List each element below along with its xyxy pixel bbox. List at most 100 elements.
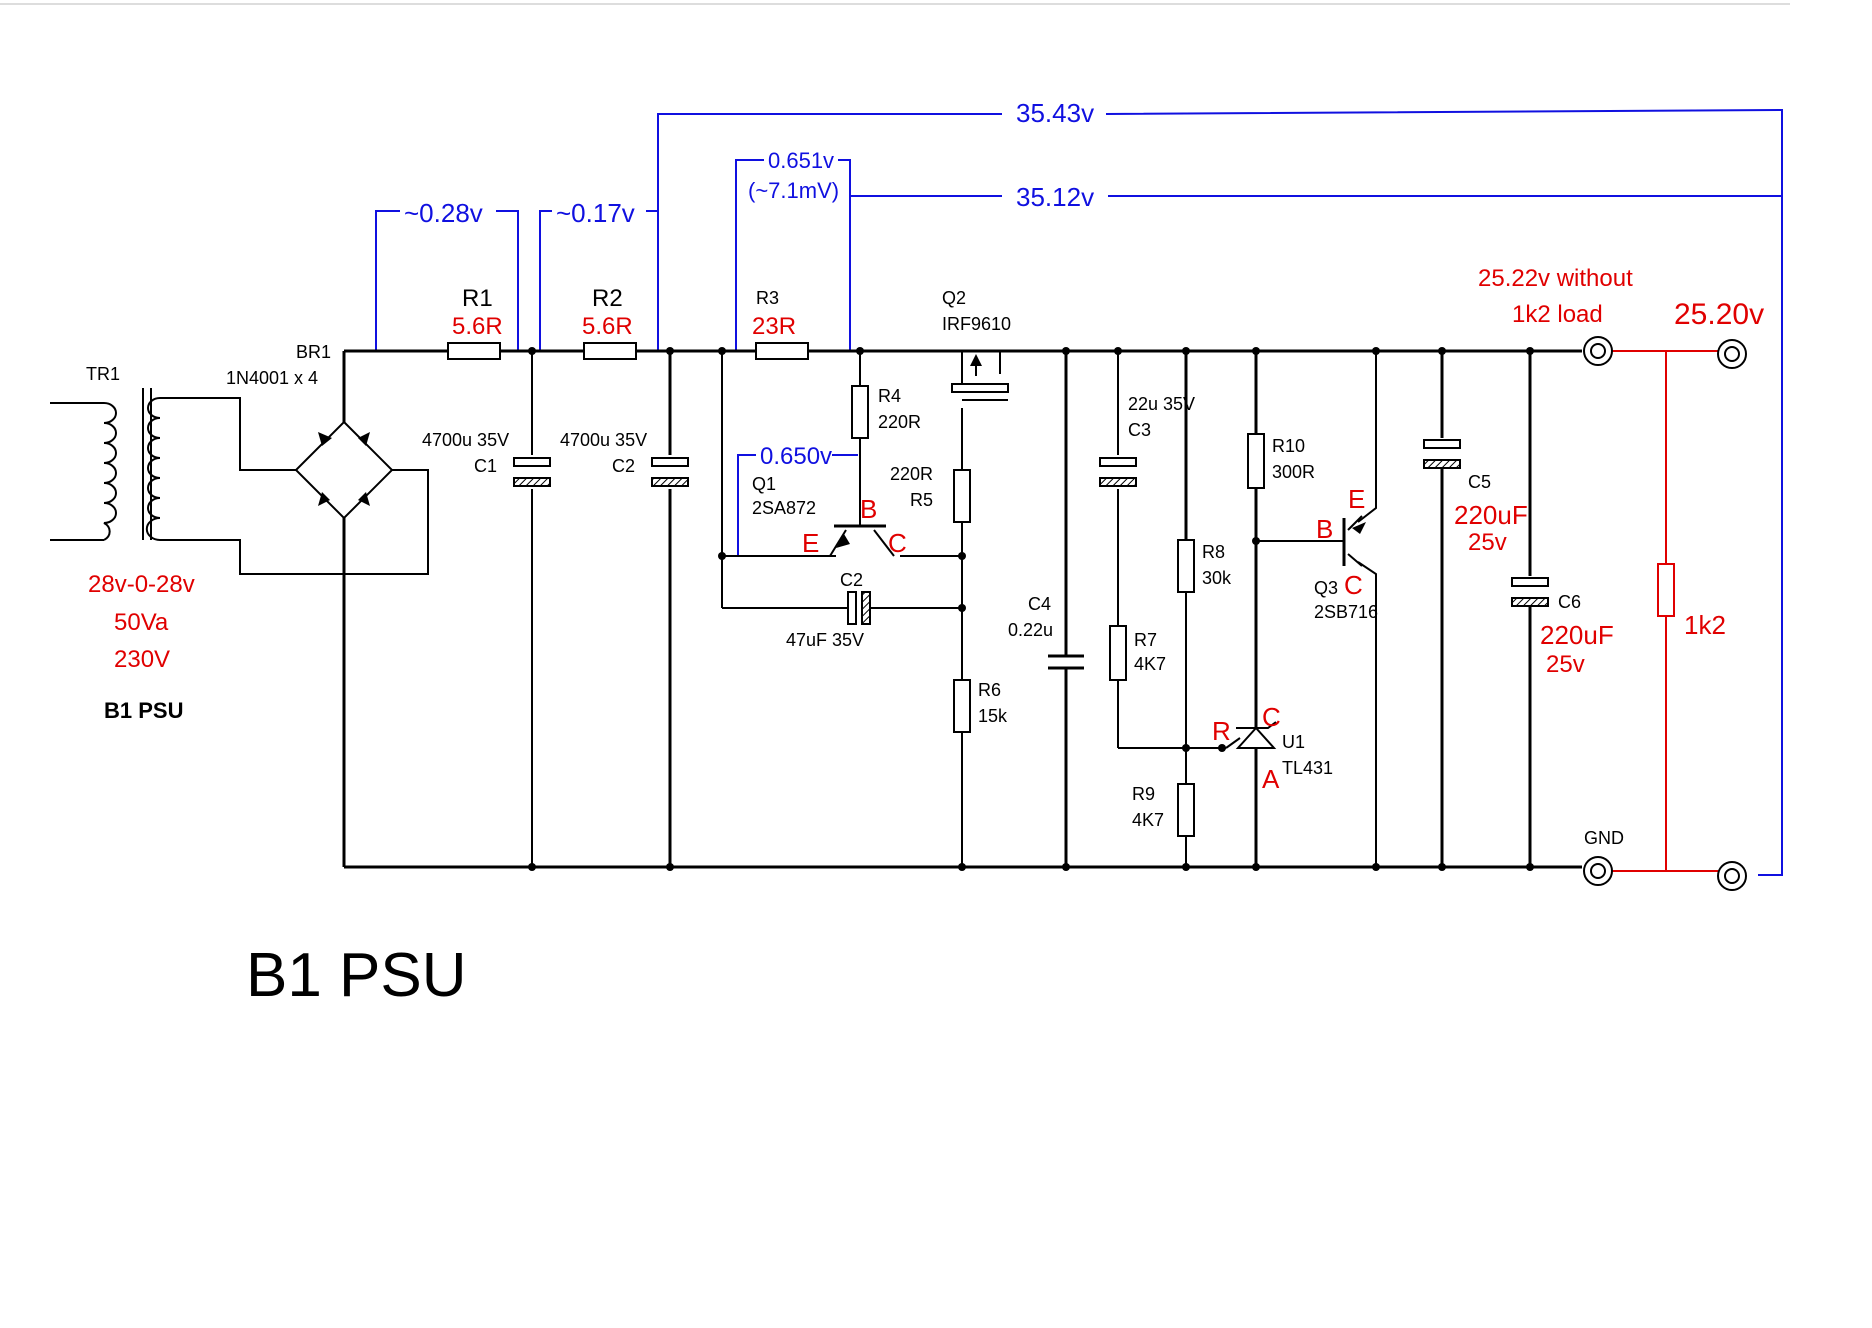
q1-emitter-label: E [802,528,819,558]
c6-ref: C6 [1558,592,1581,612]
r4-ref: R4 [878,386,901,406]
u1-part: TL431 [1282,758,1333,778]
capacitor-c2-timing: C2 47uF 35V [786,570,871,650]
u1-ref: U1 [1282,732,1305,752]
v-out-label: 25.20v [1674,298,1764,331]
mosfet-q2: Q2 IRF9610 [942,288,1011,401]
capacitor-c5: C5 220uF 25v [1423,439,1528,556]
resistor-r8: R8 30k [1177,539,1232,593]
resistor-r3: R3 23R [752,288,809,360]
q1-collector-label: C [888,528,907,558]
junction-dots [528,347,1534,871]
tr1-spec-mains: 230V [114,646,170,673]
r5-ref: R5 [910,490,933,510]
br1-part: 1N4001 x 4 [226,368,318,388]
v-r2-label: ~0.17v [556,198,635,228]
tr1-spec-va: 50Va [114,609,169,636]
regulator-u1: U1 TL431 R C A [1212,702,1333,794]
tr1-ref: TR1 [86,364,120,384]
u1-anode-label: A [1262,764,1280,794]
r1-value: 5.6R [452,313,503,340]
r5-value: 220R [890,464,933,484]
v-after-r2-label: 35.12v [1016,182,1094,212]
v-out-noload-label-2: 1k2 load [1512,301,1603,328]
c1-ref: C1 [474,456,497,476]
c4-ref: C4 [1028,594,1051,614]
v-r3-current-label: (~7.1mV) [748,178,839,203]
r3-ref: R3 [756,288,779,308]
q1-ref: Q1 [752,474,776,494]
resistor-r4: R4 220R [851,385,921,439]
wires [160,349,1718,872]
measurement-lines [375,108,1783,876]
q3-emitter-label: E [1348,484,1365,514]
br1-ref: BR1 [296,342,331,362]
r2-value: 5.6R [582,313,633,340]
r9-value: 4K7 [1132,810,1164,830]
resistor-r10: R10 300R [1247,433,1315,489]
output-terminals: GND [1583,336,1747,891]
c2-timing-ref: C2 [840,570,863,590]
c1-value: 4700u 35V [422,430,509,450]
c6-value: 220uF [1540,620,1614,650]
c2-reservoir-value: 4700u 35V [560,430,647,450]
capacitor-c4: C4 0.22u [1008,594,1084,670]
c5-ref: C5 [1468,472,1491,492]
v-out-noload-label: 25.22v without [1478,265,1633,292]
r7-ref: R7 [1134,630,1157,650]
bridge-br1: BR1 1N4001 x 4 [226,342,394,520]
transistor-q1: Q1 2SA872 B E C [752,474,907,558]
r7-value: 4K7 [1134,654,1166,674]
capacitor-c6: C6 220uF 25v [1511,577,1614,678]
q1-part: 2SA872 [752,498,816,518]
v-r3-label: 0.651v [768,148,834,173]
load-value: 1k2 [1684,610,1726,640]
c3-ref: C3 [1128,420,1151,440]
r6-value: 15k [978,706,1008,726]
measurement-labels: ~0.28v ~0.17v 0.651v (~7.1mV) 0.650v 35.… [404,98,1764,470]
v-q1-label: 0.650v [760,443,832,470]
q1-base-label: B [860,494,877,524]
u1-cathode-label: C [1262,702,1281,732]
resistor-r5: 220R R5 [890,464,971,523]
r1-ref: R1 [462,285,493,312]
c5-value: 220uF [1454,500,1528,530]
r6-ref: R6 [978,680,1001,700]
resistor-r7: R7 4K7 [1109,625,1166,681]
u1-ref-pin-label: R [1212,716,1231,746]
c5-voltage: 25v [1468,529,1507,556]
r8-value: 30k [1202,568,1232,588]
resistor-r1: R1 5.6R [447,285,503,360]
transformer-tr1: TR1 28v-0-28v 50Va 230V B1 PSU [50,364,195,723]
v-total-label: 35.43v [1016,98,1094,128]
v-r1-label: ~0.28v [404,198,483,228]
capacitor-c3: 22u 35V C3 [1099,394,1195,487]
capacitor-c2-reservoir: 4700u 35V C2 [560,430,689,487]
load-resistor: 1k2 [1657,563,1726,640]
r9-ref: R9 [1132,784,1155,804]
resistor-r2: R2 5.6R [582,285,637,360]
tr1-caption: B1 PSU [104,698,183,723]
q3-collector-label: C [1344,570,1363,600]
q2-ref: Q2 [942,288,966,308]
c3-value: 22u 35V [1128,394,1195,414]
r4-value: 220R [878,412,921,432]
page-title: B1 PSU [246,941,467,1010]
tr1-spec-voltage: 28v-0-28v [88,571,195,598]
r3-value: 23R [752,313,796,340]
resistor-r9: R9 4K7 [1132,783,1195,837]
q2-part: IRF9610 [942,314,1011,334]
resistor-r6: R6 15k [953,679,1008,733]
q3-ref: Q3 [1314,578,1338,598]
q3-base-label: B [1316,514,1333,544]
r10-value: 300R [1272,462,1315,482]
r10-ref: R10 [1272,436,1305,456]
r2-ref: R2 [592,285,623,312]
c2-reservoir-ref: C2 [612,456,635,476]
transistor-q3: Q3 2SB716 B E C [1314,484,1378,622]
c4-value: 0.22u [1008,620,1053,640]
q3-part: 2SB716 [1314,602,1378,622]
gnd-label: GND [1584,828,1624,848]
